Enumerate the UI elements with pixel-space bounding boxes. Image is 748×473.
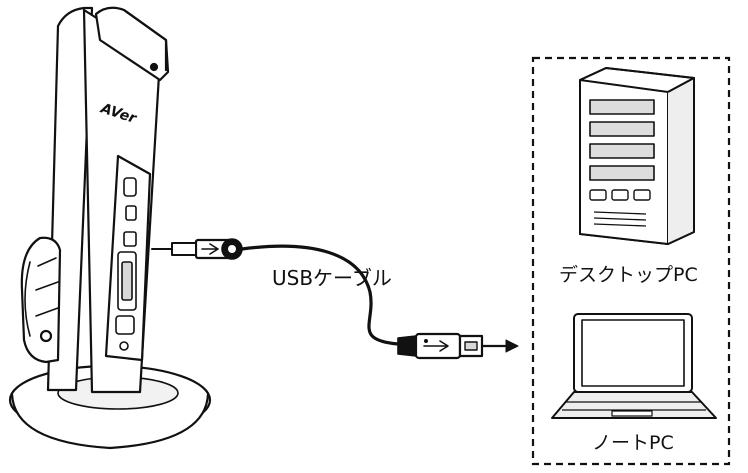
camera-lens-dot — [149, 62, 159, 72]
desktop-pc-label: デスクトップPC — [559, 264, 698, 286]
mini-usb-plug — [151, 238, 243, 260]
camera-hinge — [20, 236, 62, 364]
usb-cable — [151, 238, 519, 360]
usb-cable-wire — [240, 244, 400, 346]
laptop-pc-label: ノートPC — [592, 432, 674, 454]
usb-cable-label: USBケーブル — [272, 266, 392, 290]
desktop-pc-icon — [579, 67, 695, 245]
laptop-pc-icon — [551, 313, 717, 419]
usb-a-plug — [397, 332, 484, 360]
camera-ports — [115, 177, 137, 351]
computer-group-box — [531, 56, 731, 466]
document-camera: AVer — [8, 6, 212, 450]
camera-head — [94, 6, 170, 82]
